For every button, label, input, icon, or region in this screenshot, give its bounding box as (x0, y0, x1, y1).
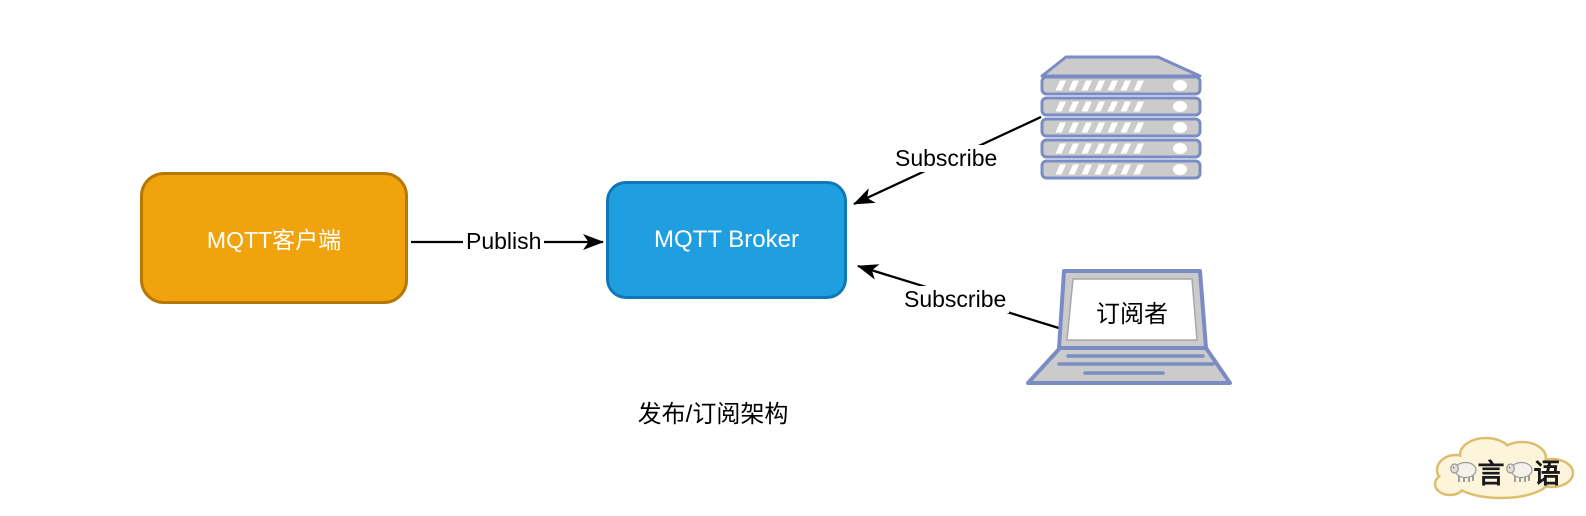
sheep-icon (1449, 461, 1477, 482)
mqtt-client-box: MQTT客户端 (140, 172, 408, 304)
subscriber-label: 订阅者 (1096, 301, 1168, 328)
watermark-char-1: 言 (1477, 459, 1505, 489)
mqtt-client-label: MQTT客户端 (206, 227, 342, 253)
mqtt-broker-label: MQTT Broker (654, 226, 799, 253)
subscribe-bottom-edge-label: Subscribe (901, 286, 1010, 313)
watermark-char-2: 语 (1533, 459, 1561, 489)
laptop-icon (1020, 262, 1242, 393)
sheep-icon (1505, 461, 1533, 482)
watermark: 言 语 (1426, 430, 1584, 506)
watermark-text: 言 语 (1426, 452, 1584, 491)
publish-edge-label: Publish (463, 228, 545, 255)
server-stack-icon (1030, 52, 1205, 187)
subscribe-top-edge-label: Subscribe (892, 145, 1001, 172)
diagram-caption: 发布/订阅架构 (637, 401, 789, 428)
mqtt-broker-box: MQTT Broker (606, 181, 847, 299)
